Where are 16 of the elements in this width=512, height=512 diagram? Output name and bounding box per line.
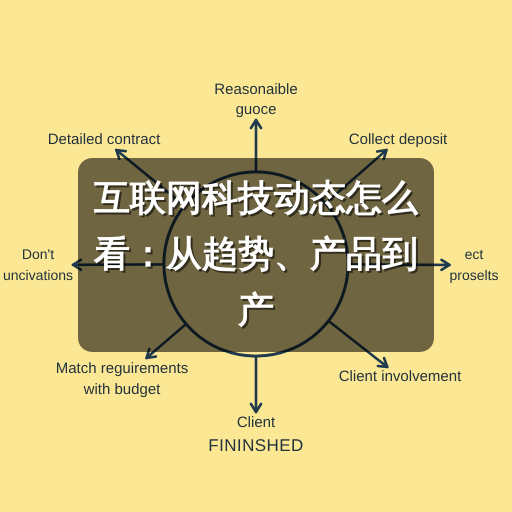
- step-label: Client involvement: [338, 367, 462, 387]
- step-label: Don't uncivations: [2, 244, 74, 286]
- banner-title: 互联网科技动态怎么看：从趋势、产品到产: [92, 176, 420, 332]
- arrow: [328, 320, 389, 368]
- arrow: [72, 258, 164, 272]
- step-label: FININSHED: [208, 435, 304, 457]
- step-label: Client: [236, 413, 276, 433]
- step-label: Match reguirements with budget: [47, 358, 197, 400]
- arrow: [250, 118, 262, 172]
- step-label: Detailed contract: [48, 130, 160, 150]
- step-label: Collect deposit: [348, 130, 448, 150]
- arrow: [145, 324, 186, 360]
- step-label: Reasonaible guoce: [214, 80, 298, 120]
- step-label: ect proselts: [450, 244, 498, 286]
- arrow: [250, 356, 262, 414]
- arrow: [326, 148, 388, 204]
